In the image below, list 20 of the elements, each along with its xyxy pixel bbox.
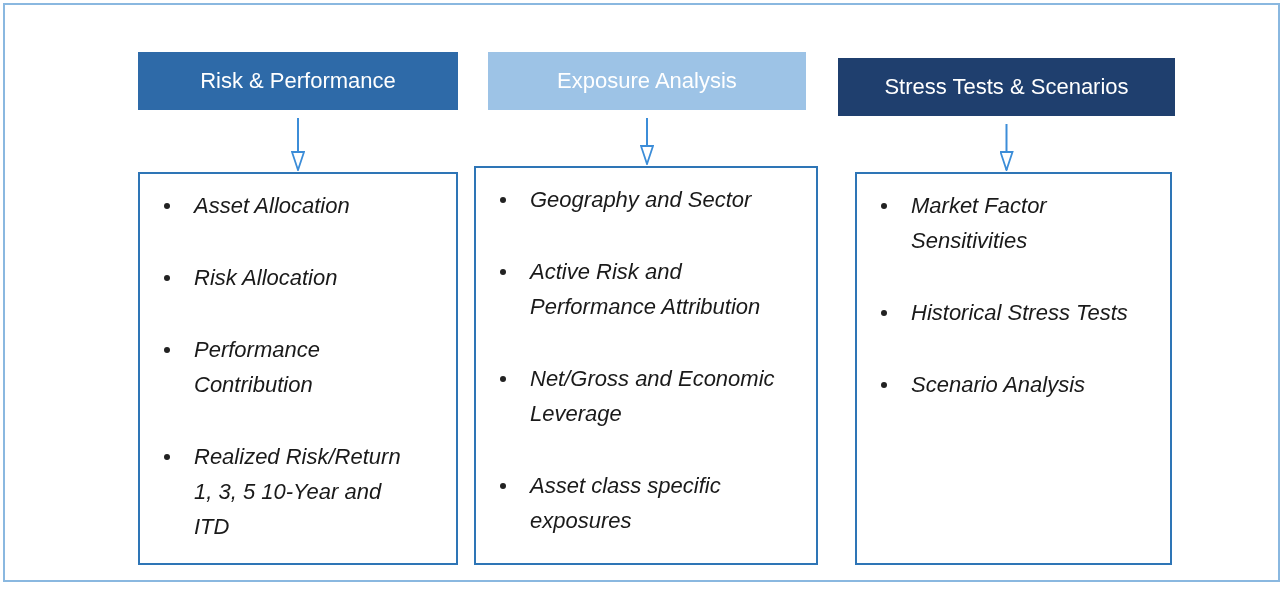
list-item-text: Performance Contribution bbox=[194, 337, 320, 397]
list-item-text: Asset class specific exposures bbox=[530, 473, 721, 533]
down-arrow bbox=[640, 117, 654, 165]
list-panel bbox=[474, 166, 818, 565]
list-item-text: Active Risk and Performance Attribution bbox=[530, 259, 761, 319]
list-item-text: Risk Allocation bbox=[194, 265, 338, 290]
list-item-text: Realized Risk/Return 1, 3, 5 10-Year and ITD bbox=[194, 444, 401, 539]
list-panel bbox=[855, 172, 1172, 565]
list-item-text: Scenario Analysis bbox=[911, 372, 1086, 397]
list-item-text: Net/Gross and Economic Leverage bbox=[530, 366, 775, 426]
list-item-text: Historical Stress Tests bbox=[911, 300, 1128, 325]
list-item-text: Geography and Sector bbox=[530, 187, 752, 212]
header-bar: Exposure Analysis bbox=[488, 52, 806, 110]
down-arrow bbox=[999, 123, 1014, 171]
header-bar: Stress Tests & Scenarios bbox=[838, 58, 1175, 116]
down-arrow bbox=[291, 117, 305, 171]
list-item-text: Market Factor Sensitivities bbox=[911, 193, 1047, 253]
list-item-text: Asset Allocation bbox=[194, 193, 350, 218]
header-bar: Risk & Performance bbox=[138, 52, 458, 110]
list-panel bbox=[138, 172, 458, 565]
